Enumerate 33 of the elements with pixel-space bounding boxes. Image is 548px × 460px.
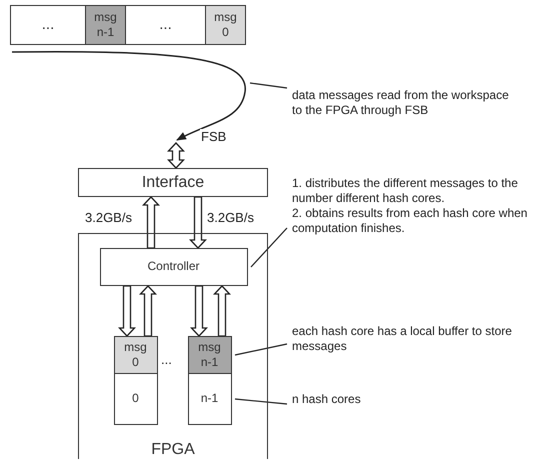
leader-line [234, 343, 288, 356]
hash-core: 0 [114, 372, 158, 424]
callout-text: each hash core has a local buffer to store messages [292, 324, 522, 364]
arrow [139, 285, 157, 337]
process-box: Interface [78, 168, 268, 197]
group-title: FPGA [150, 440, 196, 459]
callout-text: data messages read from the workspace to the FPGA through FSB [292, 88, 522, 128]
callout-text: 1. distributes the different messages to the number different hash cores. [292, 176, 519, 206]
buffer-cell: ... [125, 5, 206, 45]
callout-text: 2. obtains results from each hash core when computation finishes. [292, 206, 528, 236]
edge-label: 3.2GB/s [206, 210, 255, 225]
ellipsis: ... [160, 352, 173, 367]
buffer-cell: msg n-1 [85, 5, 126, 45]
message-buffer: msg 0 [114, 336, 158, 374]
arrow [142, 196, 160, 249]
buffer-cell: ... [10, 5, 86, 45]
leader-line [250, 228, 288, 268]
hash-core: n-1 [188, 372, 232, 424]
arrow [213, 285, 231, 337]
double-arrow [167, 142, 185, 169]
leader-line [234, 398, 288, 405]
curved-arrow [12, 50, 246, 141]
edge-label: FSB [200, 129, 228, 144]
arrow [118, 285, 136, 337]
message-buffer: msg n-1 [188, 336, 232, 374]
edge-label: 3.2GB/s [84, 210, 133, 225]
arrow [190, 285, 208, 337]
leader-line [250, 82, 288, 89]
fpga-board [78, 233, 268, 459]
callout-text: n hash cores [292, 392, 492, 412]
arrow [189, 196, 207, 249]
buffer-cell: msg 0 [205, 5, 246, 45]
process-box: Controller [100, 248, 248, 286]
